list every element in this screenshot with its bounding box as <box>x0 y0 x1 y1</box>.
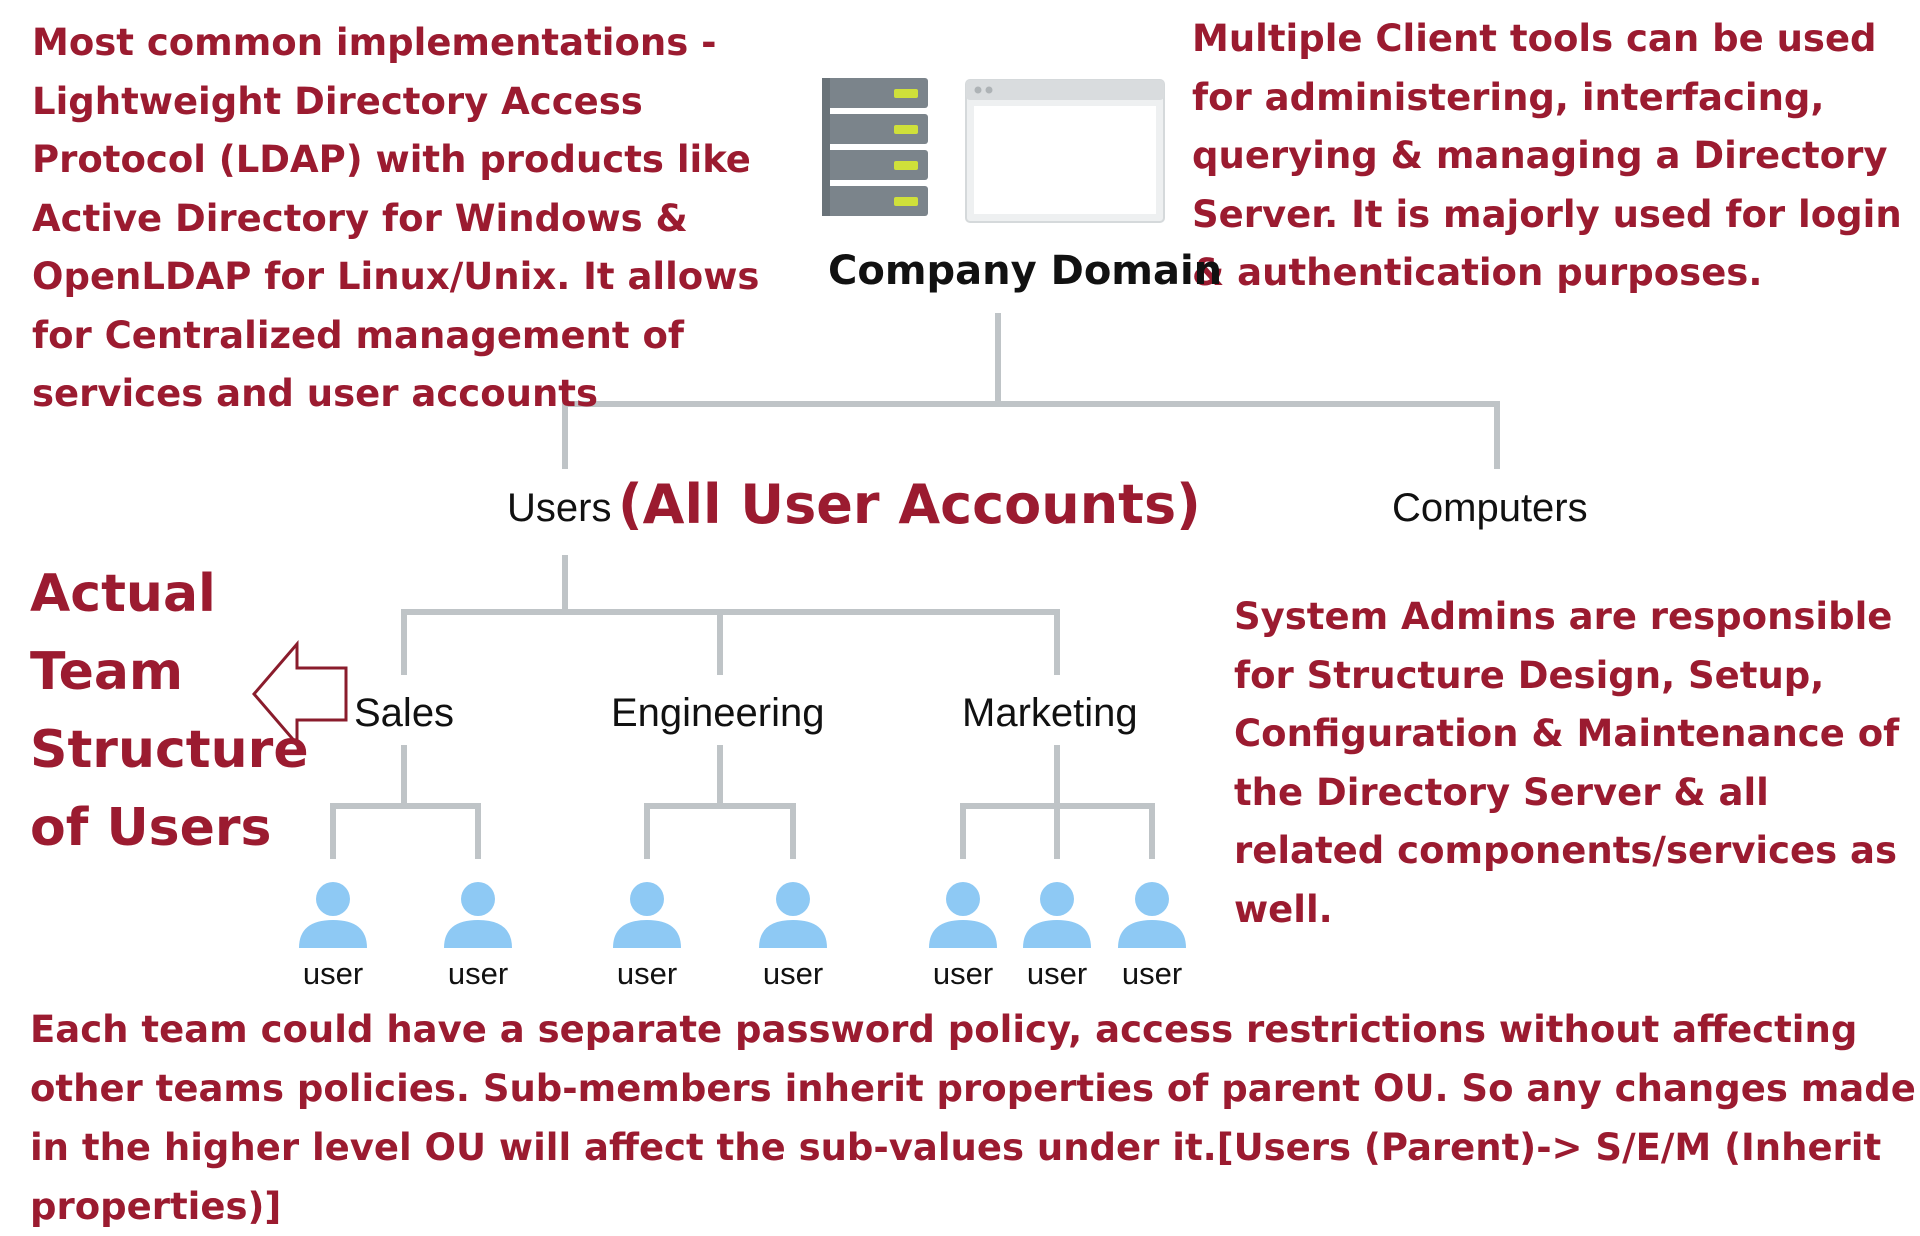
team-engineering-label: Engineering <box>611 691 825 735</box>
user-icon <box>759 882 827 948</box>
user-label: user <box>932 956 994 991</box>
user-icon <box>613 882 681 948</box>
user-icon <box>299 882 367 948</box>
team-sales-label: Sales <box>354 691 455 735</box>
client-tools-note: Multiple Client tools can be used for ad… <box>1192 17 1902 294</box>
user-label: user <box>616 956 678 991</box>
user-icons <box>299 882 1186 948</box>
tree-connectors <box>330 313 1500 859</box>
user-icon <box>1118 882 1186 948</box>
left-arrow-icon <box>252 639 348 749</box>
server-icon <box>822 78 928 216</box>
all-user-accounts-note: (All User Accounts) <box>618 473 1201 536</box>
user-label: user <box>1026 956 1088 991</box>
user-label: user <box>447 956 509 991</box>
directory-tree-diagram <box>252 78 1500 948</box>
user-icon <box>1023 882 1091 948</box>
company-domain-label: Company Domain <box>828 248 1223 294</box>
user-label: user <box>302 956 364 991</box>
user-icon <box>929 882 997 948</box>
system-admins-note: System Admins are responsible for Struct… <box>1234 595 1900 931</box>
user-icon <box>444 882 512 948</box>
password-policy-note: Each team could have a separate password… <box>30 1008 1916 1228</box>
user-label: user <box>1121 956 1183 991</box>
users-ou-label: Users <box>507 486 612 530</box>
user-label: user <box>762 956 824 991</box>
ldap-implementations-note: Most common implementations - Lightweigh… <box>32 21 760 415</box>
browser-window-icon <box>965 79 1165 223</box>
team-structure-note: Actual Team Structure of Users <box>30 564 309 858</box>
computers-ou-label: Computers <box>1392 486 1588 530</box>
team-marketing-label: Marketing <box>962 691 1138 735</box>
